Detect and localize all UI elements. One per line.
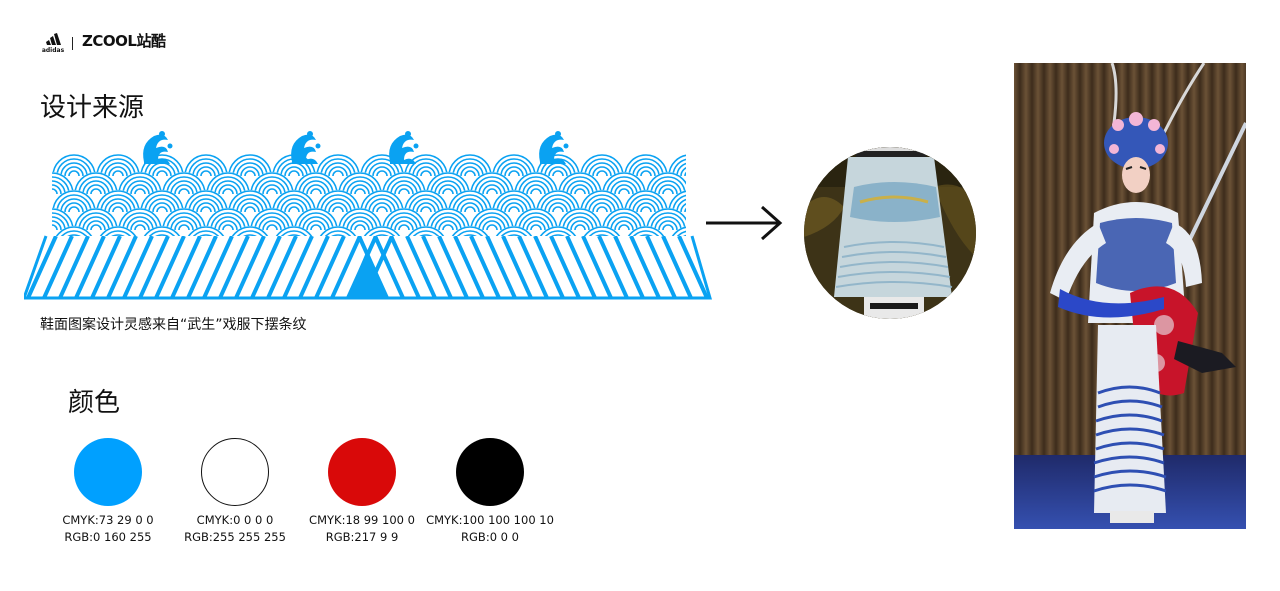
swatch-rgb-label: RGB:217 9 9 bbox=[325, 530, 399, 544]
color-swatch bbox=[74, 438, 142, 506]
wave-pattern-illustration bbox=[24, 131, 712, 300]
design-caption: 鞋面图案设计灵感来自“武生”戏服下摆条纹 bbox=[40, 317, 307, 333]
costume-hem-photo bbox=[804, 147, 976, 319]
color-swatch bbox=[456, 438, 524, 506]
swatch-cmyk-label: CMYK:73 29 0 0 bbox=[62, 513, 154, 527]
color-swatch bbox=[201, 438, 269, 506]
swatch-rgb-label: RGB:0 0 0 bbox=[461, 530, 519, 544]
swatch-cmyk-label: CMYK:100 100 100 10 bbox=[426, 513, 554, 527]
swatch-rgb-label: RGB:255 255 255 bbox=[184, 530, 286, 544]
swatch-rgb-label: RGB:0 160 255 bbox=[64, 530, 152, 544]
adidas-logo-text: adidas bbox=[42, 47, 65, 53]
colors-title: 颜色 bbox=[68, 388, 121, 418]
opera-performer-photo bbox=[1014, 63, 1246, 529]
adidas-logo: adidas bbox=[42, 33, 65, 53]
zcool-logo: ZCOOL站酷 bbox=[82, 32, 166, 50]
arrow-right-icon bbox=[706, 205, 783, 241]
logo-divider bbox=[72, 37, 73, 50]
swatch-cmyk-label: CMYK:18 99 100 0 bbox=[309, 513, 415, 527]
swatch-cmyk-label: CMYK:0 0 0 0 bbox=[196, 513, 274, 527]
color-swatch bbox=[328, 438, 396, 506]
design-source-title: 设计来源 bbox=[40, 93, 145, 123]
